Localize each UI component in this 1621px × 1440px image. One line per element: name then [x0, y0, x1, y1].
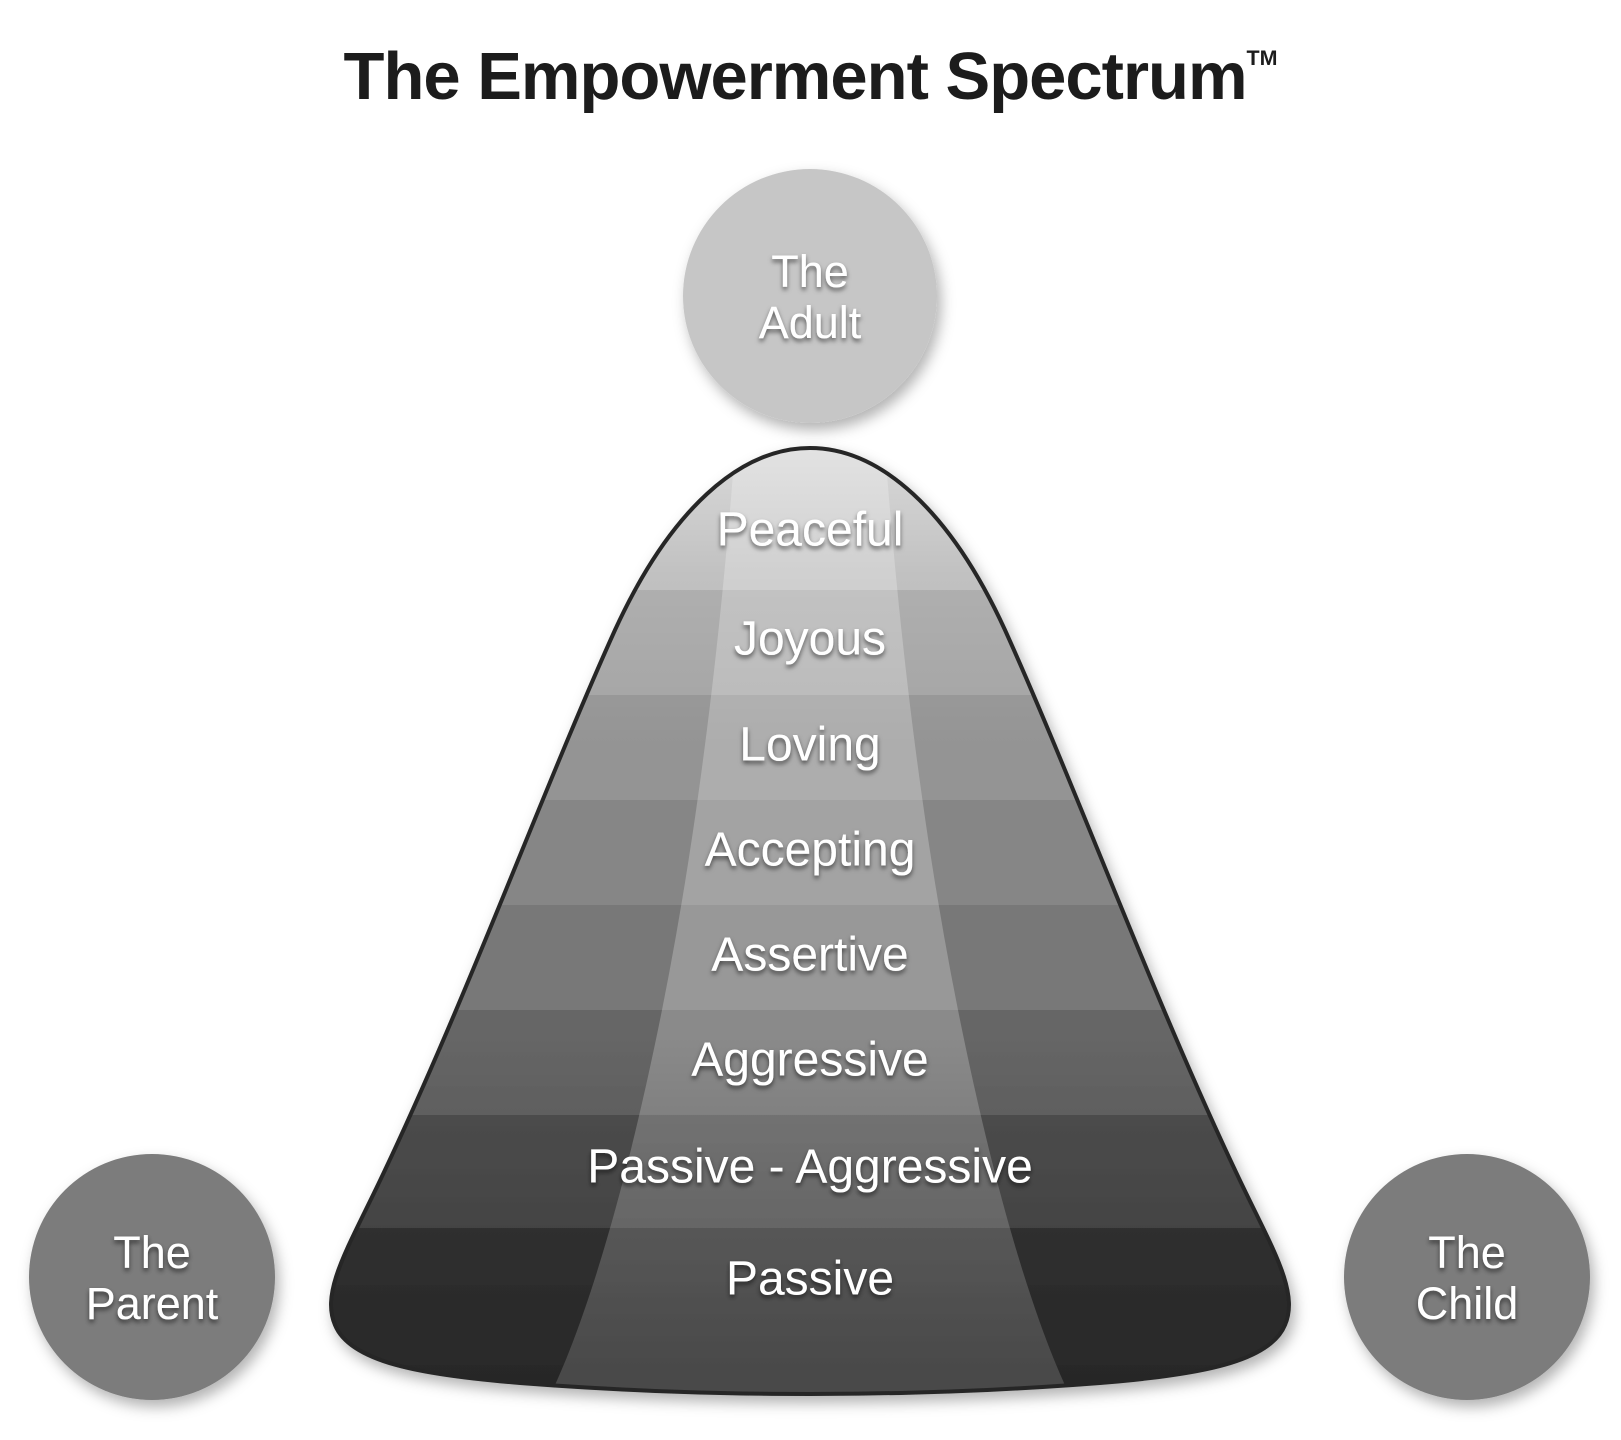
- parent-label-line1: The: [113, 1227, 191, 1278]
- level-label-passive: Passive: [726, 1253, 894, 1306]
- page-title: The Empowerment SpectrumTM: [0, 38, 1621, 115]
- child-label-line2: Child: [1416, 1278, 1519, 1329]
- level-label-aggressive: Aggressive: [691, 1034, 928, 1087]
- adult-label-line2: Adult: [759, 297, 862, 348]
- child-circle: The Child: [1344, 1154, 1590, 1400]
- adult-circle: The Adult: [683, 169, 937, 423]
- triangle-outline: [329, 445, 1291, 1397]
- level-label-passive-aggressive: Passive - Aggressive: [587, 1141, 1033, 1194]
- parent-label-line2: Parent: [86, 1278, 219, 1329]
- spectrum-triangle: Peaceful Joyous Loving Accepting Asserti…: [329, 445, 1291, 1397]
- parent-circle: The Parent: [29, 1154, 275, 1400]
- trademark-symbol: TM: [1246, 46, 1278, 70]
- level-label-accepting: Accepting: [705, 824, 916, 877]
- level-label-assertive: Assertive: [711, 929, 908, 982]
- title-text: The Empowerment Spectrum: [343, 39, 1248, 114]
- adult-label-line1: The: [771, 246, 849, 297]
- level-label-loving: Loving: [739, 719, 880, 772]
- level-label-peaceful: Peaceful: [717, 504, 904, 557]
- level-label-joyous: Joyous: [734, 613, 886, 666]
- child-label-line1: The: [1428, 1227, 1506, 1278]
